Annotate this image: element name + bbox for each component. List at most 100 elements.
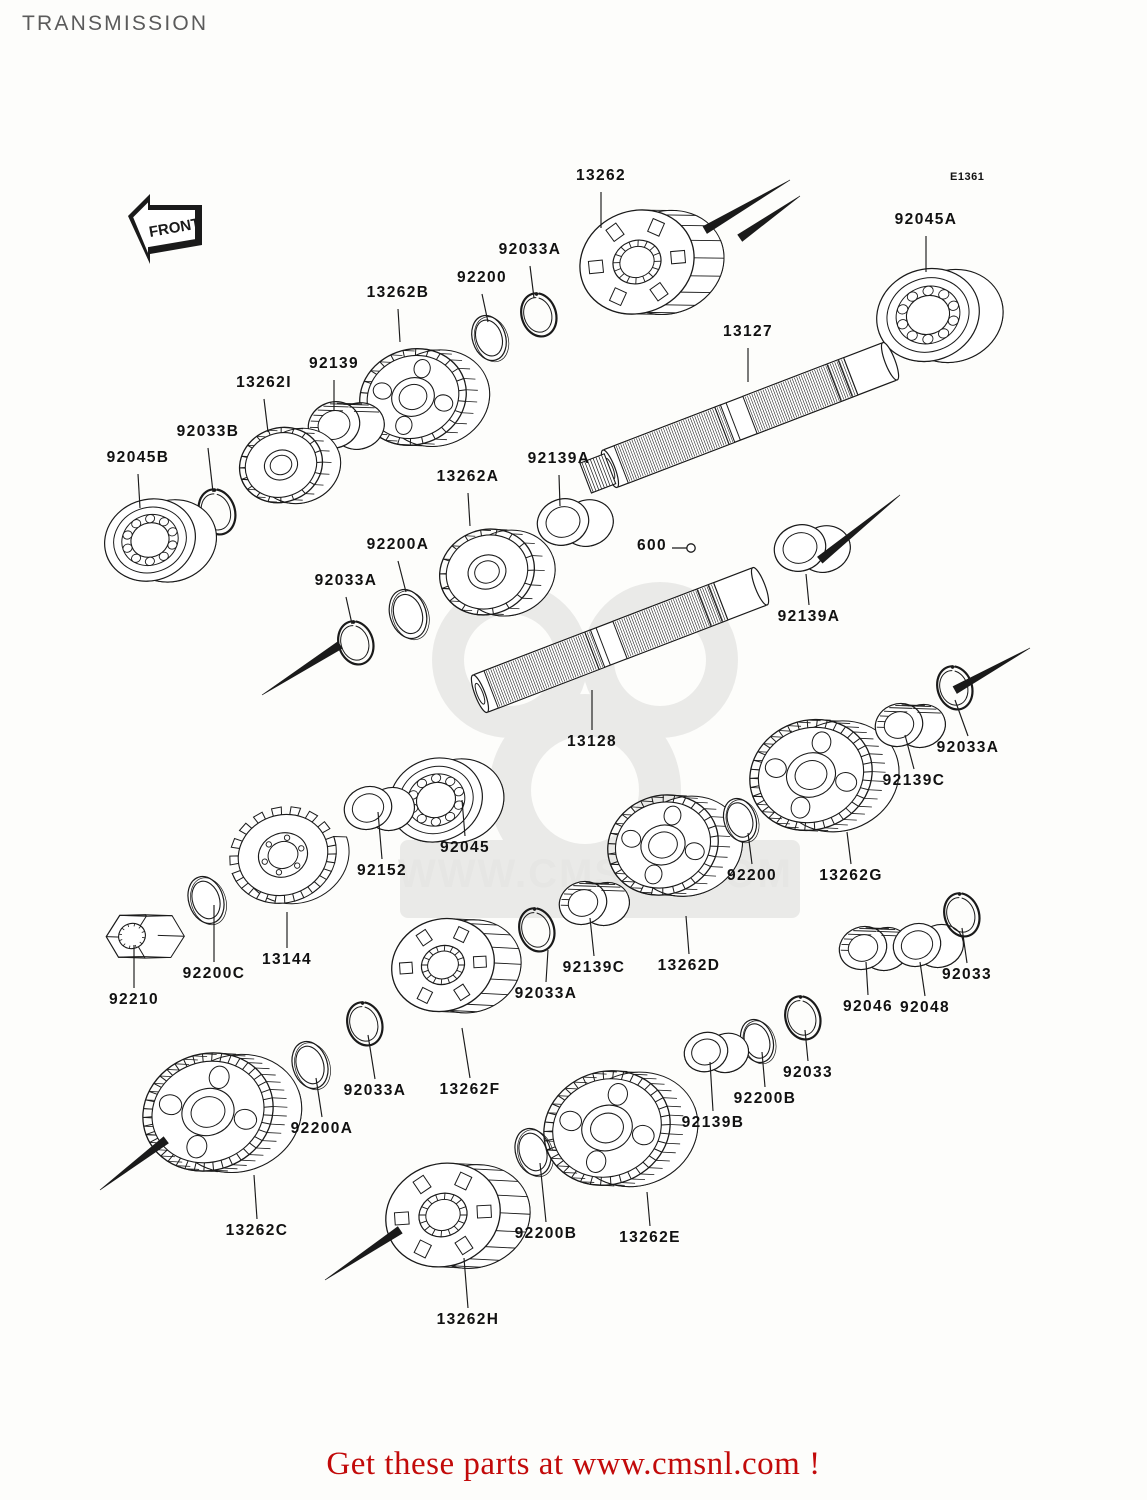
leader-l-13262B [397, 308, 401, 343]
part-92033A-4 [518, 907, 556, 953]
leader-l-92045 [461, 799, 466, 837]
page-title: TRANSMISSION [22, 12, 209, 35]
part-label-92045B: 92045B [106, 449, 170, 466]
leader-l-92033A-1 [529, 265, 535, 299]
arrow-low-mid-1 [324, 1226, 403, 1281]
part-label-92033B: 92033B [176, 423, 240, 440]
diagram-code: E1361 [950, 171, 985, 183]
part-label-600: 600 [636, 537, 667, 554]
part-92139A-1 [536, 498, 614, 547]
leader-l-92033-2 [804, 1029, 809, 1062]
part-92200A-1 [388, 588, 430, 641]
part-92210 [105, 914, 185, 959]
part-label-13262A: 13262A [436, 468, 500, 485]
leader-l-92200B-2 [539, 1162, 547, 1223]
part-label-92200A: 92200A [366, 536, 430, 553]
part-label-92139C: 92139C [882, 772, 946, 789]
part-label-92033A: 92033A [498, 241, 562, 258]
part-13144 [229, 806, 350, 905]
leader-l-92033-1 [961, 927, 968, 964]
part-label-92139A: 92139A [527, 450, 591, 467]
leader-l-92046 [865, 961, 869, 996]
part-13128 [470, 566, 770, 714]
leader-l-92139A-2 [805, 573, 810, 606]
arrow-mid-right-1 [817, 494, 901, 564]
leader-l-92200-1 [481, 293, 489, 323]
part-label-13127: 13127 [722, 323, 774, 340]
part-label-92045A: 92045A [894, 211, 958, 228]
leader-l-92033A-5 [367, 1034, 376, 1080]
part-label-92200C: 92200C [182, 965, 246, 982]
part-label-92139C: 92139C [562, 959, 626, 976]
part-label-92200B: 92200B [733, 1090, 797, 1107]
part-13262E [543, 1070, 699, 1188]
pointer-arrow-layer [99, 179, 1031, 1281]
leader-l-92200B-1 [761, 1051, 766, 1088]
arrow-top-right-1 [702, 179, 791, 234]
arrow-low-left-1 [99, 1136, 169, 1191]
leader-l-13262C [253, 1174, 258, 1220]
part-92200C [187, 875, 227, 926]
arrow-top-right-2 [737, 195, 801, 242]
part-13262A [438, 528, 556, 617]
part-label-92200B: 92200B [514, 1225, 578, 1242]
part-92200A-2 [291, 1040, 331, 1091]
part-92033A-1 [520, 292, 558, 338]
part-label-13262H: 13262H [436, 1311, 500, 1328]
part-label-13262G: 13262G [819, 867, 883, 884]
part-92139B [683, 1031, 750, 1074]
part-92033A-2 [337, 620, 375, 666]
leader-l-92045B [137, 473, 141, 509]
part-label-92200: 92200 [726, 867, 778, 884]
part-92045B [104, 498, 217, 583]
footer-promo-text: Get these parts at www.cmsnl.com ! [326, 1446, 821, 1482]
part-92048 [892, 922, 964, 968]
part-label-92048: 92048 [899, 999, 951, 1016]
part-92200-1 [471, 314, 510, 363]
part-label-92152: 92152 [356, 862, 408, 879]
part-92139A-2 [773, 524, 851, 573]
arrow-mid-left-1 [261, 641, 343, 696]
part-label-13262D: 13262D [657, 957, 721, 974]
part-label-13128: 13128 [566, 733, 618, 750]
part-label-92033: 92033 [941, 966, 993, 983]
leader-l-13262D [685, 915, 690, 955]
part-label-92033: 92033 [782, 1064, 834, 1081]
leader-l-13262H [463, 1257, 469, 1309]
leader-l-92033A-2 [345, 596, 353, 625]
part-label-13262B: 13262B [366, 284, 430, 301]
part-92139C-2 [558, 880, 630, 926]
parts-layer [104, 209, 1004, 1269]
part-label-13262E: 13262E [619, 1229, 681, 1246]
part-92045 [389, 757, 505, 844]
part-label-92139A: 92139A [777, 608, 841, 625]
leader-l-92033B [207, 447, 214, 493]
part-92139C-1 [874, 702, 946, 748]
leader-l-92033A-4 [545, 949, 549, 983]
part-13127 [579, 341, 900, 494]
part-92200-2 [722, 797, 760, 844]
leader-l-92033A-3 [954, 699, 969, 737]
part-13262D [607, 794, 744, 897]
leader-line-layer [133, 192, 969, 1309]
leader-l-13262F [461, 1027, 471, 1079]
part-label-92139B: 92139B [681, 1114, 745, 1131]
part-13262G [749, 718, 900, 833]
part-92045A [876, 267, 1004, 364]
part-label-13262: 13262 [575, 167, 627, 184]
arrow-far-right-1 [952, 647, 1031, 694]
part-13262 [579, 209, 725, 316]
part-label-13262F: 13262F [439, 1081, 501, 1098]
part-92033-2 [784, 995, 822, 1041]
part-label-92200: 92200 [456, 269, 508, 286]
leader-l-92200A-1 [397, 560, 407, 593]
part-label-92200A: 92200A [290, 1120, 354, 1137]
part-label-13262I: 13262I [236, 374, 292, 391]
leader-l-92139B [709, 1061, 714, 1112]
leader-l-13262A [467, 492, 471, 527]
leader-l-92139C-2 [589, 917, 595, 957]
leader-l-92139A-1 [558, 474, 561, 507]
part-13262C [142, 1052, 303, 1173]
